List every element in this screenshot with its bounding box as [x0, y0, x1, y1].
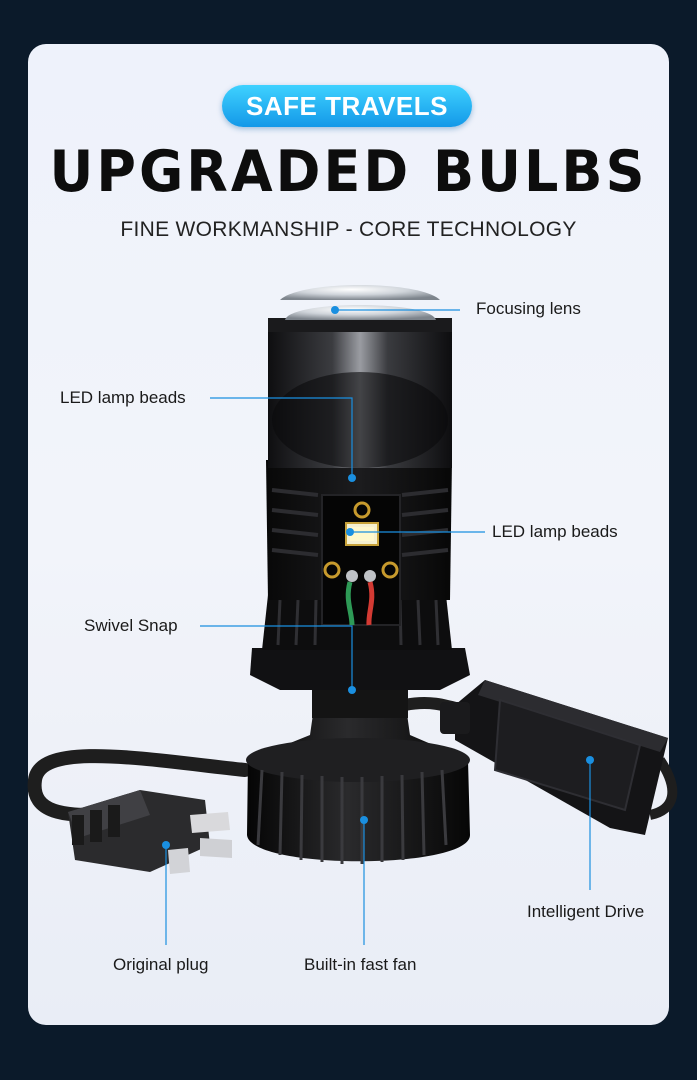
driver-cable-end: [648, 757, 678, 820]
callout-dots: [162, 306, 594, 849]
label-led-beads-left: LED lamp beads: [60, 388, 186, 407]
driver-box: [440, 680, 668, 835]
swivel-base: [250, 595, 470, 690]
label-intelligent-drive: Intelligent Drive: [527, 902, 645, 921]
projector-body: [266, 460, 452, 626]
safe-travels-badge: SAFE TRAVELS: [222, 85, 472, 127]
callout-lines: [165, 309, 591, 945]
label-focusing-lens: Focusing lens: [476, 299, 581, 318]
page-title: UPGRADED BULBS: [49, 138, 648, 205]
fan-heatsink: [246, 690, 470, 864]
power-cable: [27, 749, 252, 822]
label-swivel-snap: Swivel Snap: [84, 616, 178, 635]
led-board: [323, 501, 399, 626]
label-fast-fan: Built-in fast fan: [304, 955, 417, 974]
page-subtitle: FINE WORKMANSHIP - CORE TECHNOLOGY: [120, 218, 577, 241]
label-led-beads-right: LED lamp beads: [492, 522, 618, 541]
lens-housing: [268, 285, 452, 468]
label-original-plug: Original plug: [113, 955, 209, 974]
h4-plug: [68, 790, 232, 874]
